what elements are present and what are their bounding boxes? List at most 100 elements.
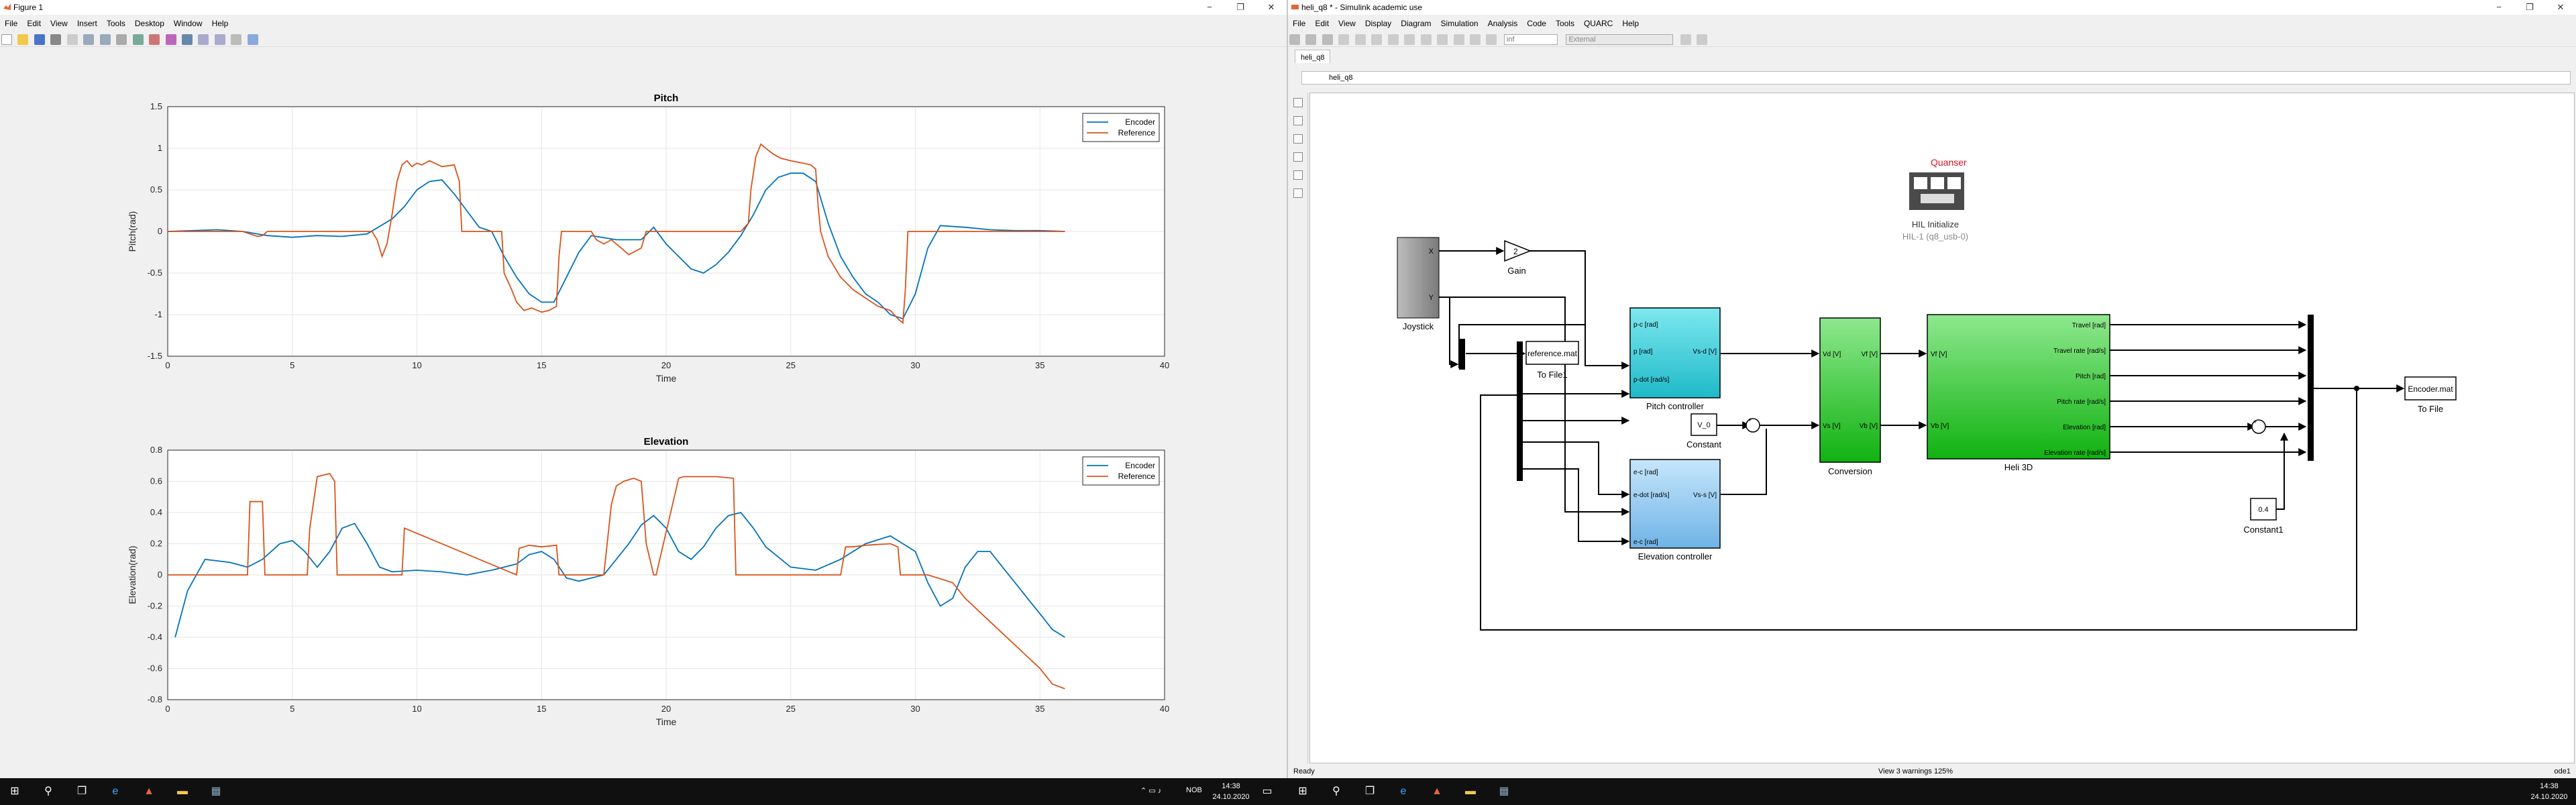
- pan-icon[interactable]: [116, 34, 127, 45]
- edge-icon[interactable]: e: [112, 786, 119, 797]
- sim-build-icon[interactable]: [1437, 34, 1448, 45]
- sim-menu-display[interactable]: Display: [1364, 19, 1392, 28]
- line-elevrate-to-controller[interactable]: [1522, 441, 1630, 498]
- sim-menu-edit[interactable]: Edit: [1315, 19, 1330, 28]
- gain-block[interactable]: 2 Gain: [1504, 239, 1532, 276]
- edge-icon-2[interactable]: e: [1400, 786, 1407, 797]
- conversion-block[interactable]: Vd [V] Vs [V] Vf [V] Vb [V] Conversion: [1819, 317, 1881, 476]
- close-button[interactable]: ✕: [1267, 2, 1275, 12]
- save-icon[interactable]: [34, 34, 45, 45]
- sim-back-icon[interactable]: [1371, 34, 1383, 45]
- stop-time-input[interactable]: inf: [1503, 34, 1558, 45]
- sum-block-2[interactable]: +: [2251, 419, 2266, 434]
- model-canvas[interactable]: Quanser HIL Initialize HIL-1 (q8_usb-0) …: [1309, 93, 2575, 763]
- sim-menu-file[interactable]: File: [1293, 19, 1306, 28]
- task-view-icon-2[interactable]: ❐: [1364, 786, 1375, 797]
- colorbar-icon[interactable]: [198, 34, 209, 45]
- menu-edit[interactable]: Edit: [27, 19, 42, 28]
- matlab-taskbar-icon-2[interactable]: ▲: [1432, 786, 1442, 797]
- annotation-icon[interactable]: [1293, 152, 1303, 162]
- print-icon[interactable]: [50, 34, 62, 45]
- sim-redo-icon[interactable]: [1354, 34, 1366, 45]
- sim-menu-diagram[interactable]: Diagram: [1401, 19, 1432, 28]
- heli-3d-block[interactable]: Vf [V] Vb [V] Travel [rad] Travel rate […: [1927, 314, 2110, 472]
- hil-initialize-block[interactable]: Quanser HIL Initialize HIL-1 (q8_usb-0): [1902, 157, 1969, 241]
- link-icon[interactable]: [181, 34, 193, 45]
- data-cursor-icon[interactable]: [149, 34, 160, 45]
- sim-close-button[interactable]: ✕: [2557, 2, 2565, 12]
- sim-menu-analysis[interactable]: Analysis: [1487, 19, 1518, 28]
- sim-menu-quarc[interactable]: QUARC: [1583, 19, 1613, 28]
- legend-box[interactable]: [1082, 113, 1160, 142]
- sim-settings-icon[interactable]: [1697, 34, 1708, 45]
- show-plot-tools-icon[interactable]: [247, 34, 258, 45]
- sim-menu-tools[interactable]: Tools: [1555, 19, 1574, 28]
- sim-undo-icon[interactable]: [1338, 34, 1350, 45]
- clock-right[interactable]: 14:38 24.10.2020: [2529, 781, 2569, 802]
- line-joystick-to-mux[interactable]: [1439, 297, 1459, 368]
- line-constant1-to-sum[interactable]: [2276, 432, 2288, 510]
- model-tab[interactable]: heli_q8: [1295, 50, 1331, 63]
- image-icon[interactable]: [1293, 170, 1303, 180]
- mux-block[interactable]: [1459, 339, 1465, 370]
- brush-icon[interactable]: [165, 34, 176, 45]
- minimize-button[interactable]: −: [1207, 2, 1212, 12]
- hide-plot-tools-icon[interactable]: [231, 34, 242, 45]
- sim-open-icon[interactable]: [1305, 34, 1317, 45]
- file-explorer-icon[interactable]: ▬: [177, 786, 188, 797]
- menu-file[interactable]: File: [5, 19, 18, 28]
- simulink-titlebar[interactable]: heli_q8 * - Simulink academic use − ❐ ✕: [1288, 0, 2576, 15]
- sim-stop-icon[interactable]: [1486, 34, 1497, 45]
- sim-maximize-button[interactable]: ❐: [2526, 2, 2534, 12]
- menu-insert[interactable]: Insert: [76, 19, 97, 28]
- simulation-mode-select[interactable]: External: [1566, 34, 1674, 45]
- sim-new-icon[interactable]: [1289, 34, 1300, 45]
- windows-start-icon-2[interactable]: ⊞: [1298, 786, 1307, 797]
- zoom-palette-icon[interactable]: [1293, 98, 1303, 107]
- line-feedback[interactable]: [1480, 388, 2357, 631]
- constant-block[interactable]: V_0 Constant: [1686, 413, 1721, 449]
- menu-help[interactable]: Help: [211, 19, 229, 28]
- line-joystick-elev-ref[interactable]: [1439, 297, 1630, 516]
- model-address-bar[interactable]: heli_q8: [1301, 71, 2571, 85]
- windows-start-icon[interactable]: ⊞: [10, 786, 19, 797]
- sim-model-advisor-icon[interactable]: [1680, 34, 1691, 45]
- matlab-taskbar-icon[interactable]: ▲: [144, 786, 154, 797]
- sim-config-icon[interactable]: [1420, 34, 1432, 45]
- sim-menu-code[interactable]: Code: [1527, 19, 1546, 28]
- to-file1-block[interactable]: reference.mat To File1: [1525, 341, 1579, 380]
- pointer-icon[interactable]: [66, 34, 78, 45]
- menu-view[interactable]: View: [50, 19, 68, 28]
- tray-icons-left[interactable]: ⌃ ▭ ♪: [1140, 787, 1162, 795]
- series-line-encoder[interactable]: [174, 511, 1065, 638]
- to-file-block[interactable]: Encoder.mat To File: [2404, 376, 2457, 414]
- arrow-palette-icon[interactable]: [1293, 134, 1303, 144]
- sum-block-1[interactable]: +: [1746, 417, 1760, 433]
- sim-run-icon[interactable]: [1469, 34, 1481, 45]
- maximize-button[interactable]: ❐: [1236, 2, 1244, 12]
- pitch-controller-block[interactable]: p-c [rad] p [rad] p-dot [rad/s] Vs-d [V]…: [1629, 307, 1721, 411]
- feedback-demux-block[interactable]: [1517, 341, 1523, 481]
- area-icon[interactable]: [1293, 189, 1303, 198]
- sim-library-icon[interactable]: [1404, 34, 1415, 45]
- clock-left[interactable]: 14:38 24.10.2020: [1211, 781, 1251, 802]
- search-icon-2[interactable]: ⚲: [1332, 786, 1340, 797]
- series-line-encoder[interactable]: [167, 172, 1065, 320]
- fit-view-icon[interactable]: [1293, 116, 1303, 125]
- sim-minimize-button[interactable]: −: [2496, 2, 2502, 12]
- output-mux-block[interactable]: [2308, 315, 2314, 461]
- joystick-block[interactable]: X Y Joystick: [1397, 237, 1440, 331]
- menu-desktop[interactable]: Desktop: [134, 19, 164, 28]
- sim-menu-help[interactable]: Help: [1622, 19, 1639, 28]
- sim-save-icon[interactable]: [1322, 34, 1333, 45]
- menu-window[interactable]: Window: [173, 19, 203, 28]
- zoom-out-icon[interactable]: [99, 34, 111, 45]
- language-indicator-left[interactable]: NOB: [1186, 786, 1202, 794]
- sim-connect-icon[interactable]: [1453, 34, 1464, 45]
- line-gain-pitch-ref[interactable]: [1529, 250, 1630, 370]
- simulink-taskbar-icon[interactable]: ▦: [211, 786, 221, 797]
- line-elevctl-to-sum[interactable]: [1721, 429, 1767, 495]
- open-file-icon[interactable]: [17, 34, 29, 45]
- simulink-taskbar-icon-2[interactable]: ▦: [1499, 786, 1509, 797]
- search-icon[interactable]: ⚲: [44, 786, 52, 797]
